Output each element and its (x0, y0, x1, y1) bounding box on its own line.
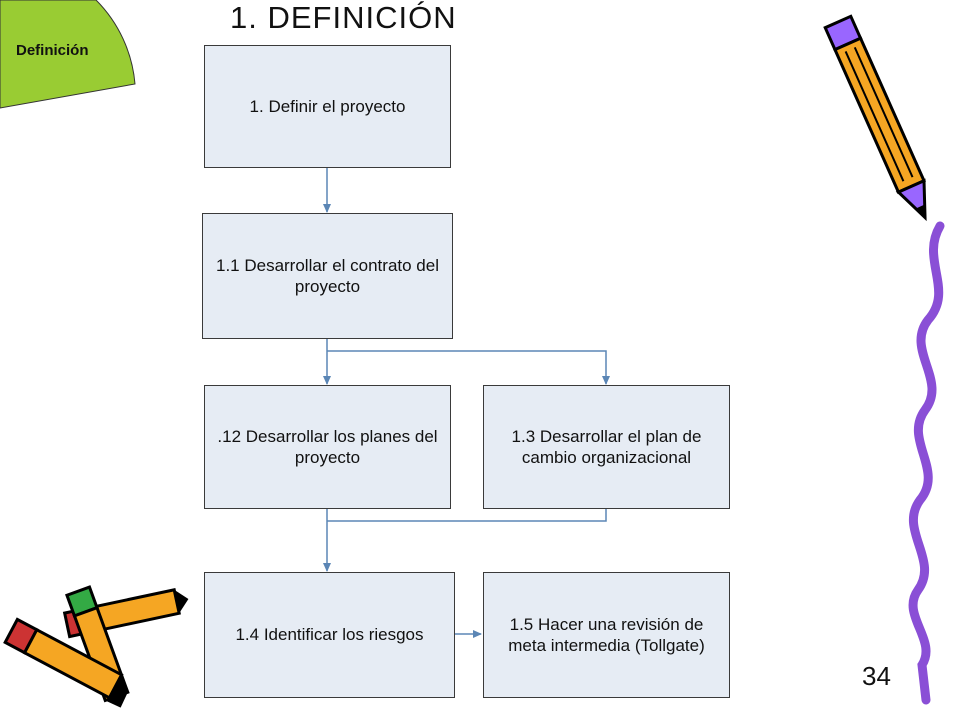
step-1-1-box: 1.1 Desarrollar el contrato del proyecto (202, 213, 453, 339)
connector-1-3-to-1-4 (327, 509, 607, 522)
connectors (323, 168, 610, 638)
definicion-wedge (0, 0, 136, 109)
page-number: 34 (862, 661, 891, 691)
step-1-5-box: 1.5 Hacer una revisión de meta intermedi… (483, 572, 730, 698)
definicion-badge-label: Definición (16, 42, 89, 59)
connector-1-1-to-1-3 (327, 350, 610, 385)
squiggle-decoration (908, 221, 945, 705)
page-title: 1. DEFINICIÓN (230, 0, 457, 35)
pencil-icon (823, 14, 927, 222)
step-1-3-box: 1.3 Desarrollar el plan de cambio organi… (483, 385, 730, 509)
step-1-4-box: 1.4 Identificar los riesgos (204, 572, 455, 698)
step-1-box: 1. Definir el proyecto (204, 45, 451, 168)
step-1-2-box: .12 Desarrollar los planes del proyecto (204, 385, 451, 509)
crossed-pencils-icon (3, 585, 189, 708)
